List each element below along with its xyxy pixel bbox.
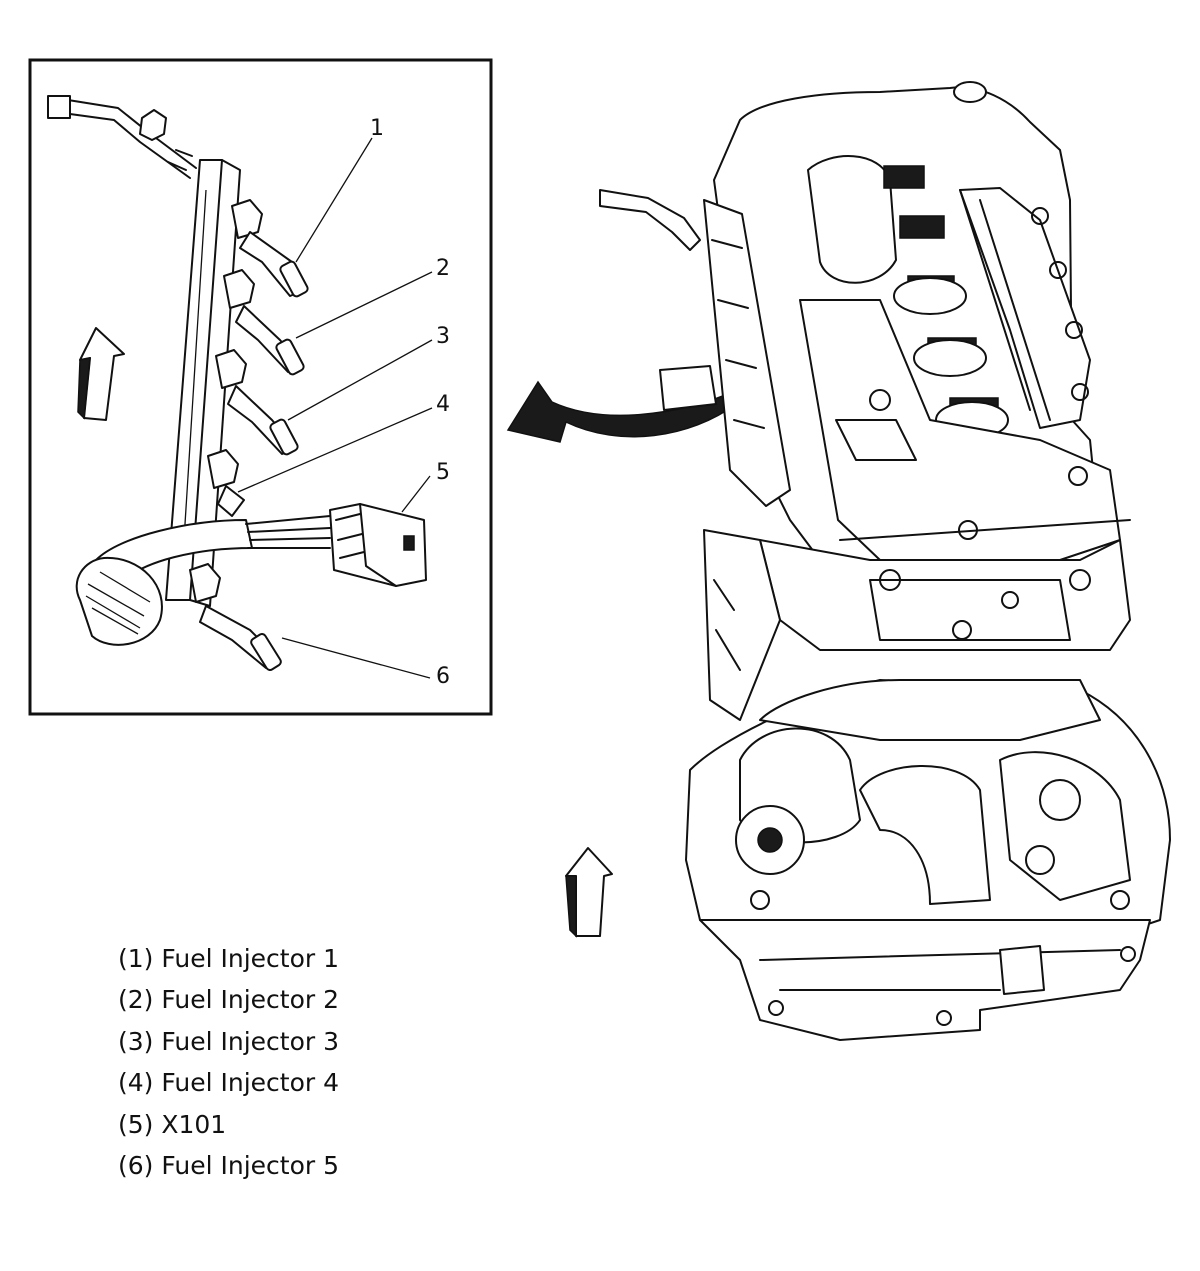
ignition-coils xyxy=(807,155,1009,439)
injector-1 xyxy=(231,199,309,298)
callout-leaders xyxy=(237,137,433,679)
callout-3: 3 xyxy=(436,324,450,349)
callout-1: 1 xyxy=(370,116,384,141)
injector-4 xyxy=(207,449,245,517)
legend-item-fuel-injector-3: (3) Fuel Injector 3 xyxy=(118,1026,340,1056)
injector-5 xyxy=(189,563,282,671)
callout-2: 2 xyxy=(436,256,450,281)
legend-item-x101: (5) X101 xyxy=(118,1109,227,1139)
legend-item-fuel-injector-1: (1) Fuel Injector 1 xyxy=(118,944,340,973)
connector-x101 xyxy=(329,503,427,587)
wiring-harness xyxy=(75,515,331,646)
injector-3 xyxy=(215,349,299,456)
legend-item-fuel-injector-5: (6) Fuel Injector 5 xyxy=(118,1151,340,1181)
callout-5: 5 xyxy=(436,460,450,485)
callout-4: 4 xyxy=(436,392,450,417)
legend: (1) Fuel Injector 1 (2) Fuel Injector 2 … xyxy=(118,938,339,1186)
legend-item-fuel-injector-4: (4) Fuel Injector 4 xyxy=(118,1068,340,1098)
engine-outline xyxy=(599,81,1171,1041)
legend-item-fuel-injector-2: (2) Fuel Injector 2 xyxy=(118,985,340,1015)
injector-2 xyxy=(223,269,305,376)
callout-6: 6 xyxy=(436,664,450,689)
fuel-rail-assembly xyxy=(47,95,427,671)
